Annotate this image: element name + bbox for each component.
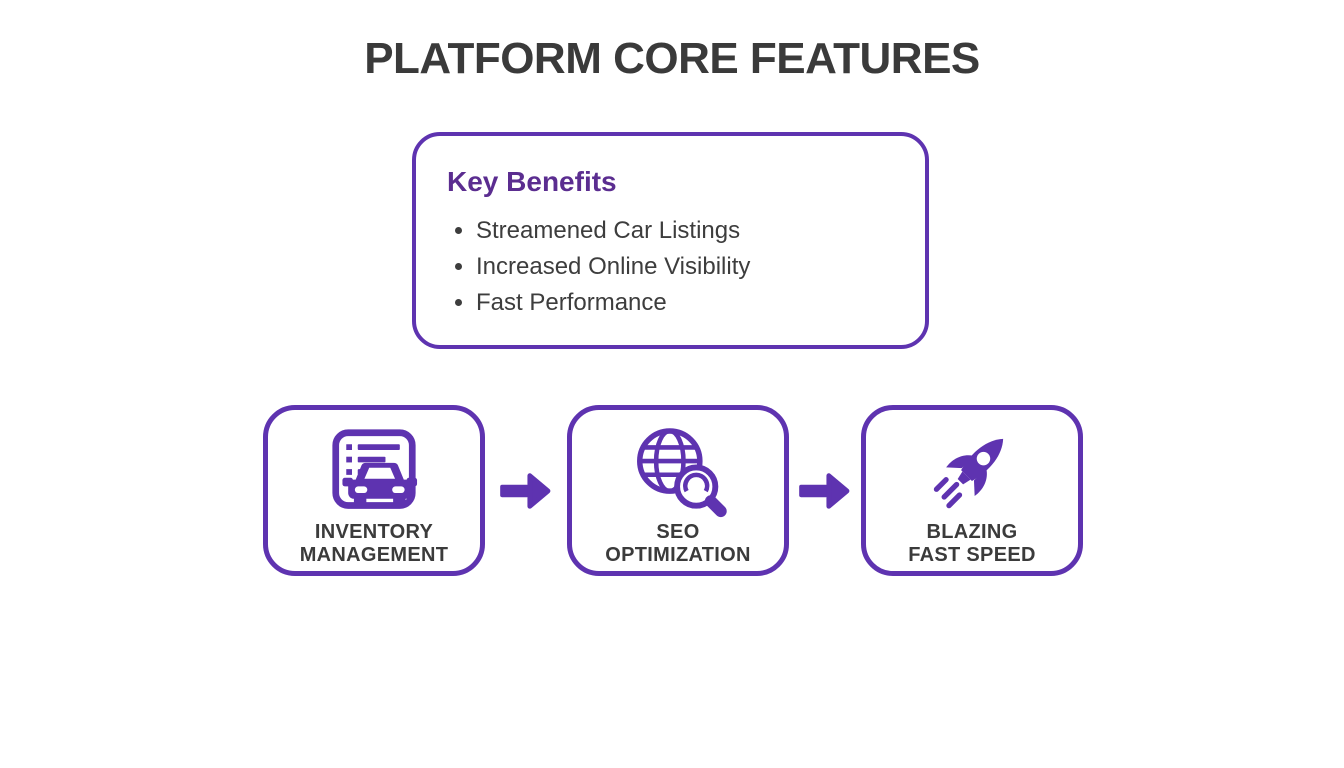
feature-label-line1: SEO <box>656 521 700 543</box>
benefits-heading: Key Benefits <box>447 166 617 197</box>
feature-card-seo-optimization: SEO OPTIMIZATION <box>567 405 789 576</box>
feature-label-line2: FAST SPEED <box>908 544 1036 566</box>
benefit-item: Fast Performance <box>476 285 925 321</box>
feature-label: BLAZING FAST SPEED <box>908 521 1035 567</box>
car-listing-icon <box>324 424 424 520</box>
benefit-item: Increased Online Visibility <box>476 249 925 285</box>
feature-label-line2: OPTIMIZATION <box>605 544 751 566</box>
feature-label: INVENTORY MANAGEMENT <box>300 521 449 567</box>
benefits-list: Streamened Car Listings Increased Online… <box>416 213 925 321</box>
right-arrow-icon <box>789 405 861 577</box>
rocket-icon <box>924 424 1020 520</box>
right-arrow-icon <box>485 405 567 577</box>
feature-card-blazing-fast-speed: BLAZING FAST SPEED <box>861 405 1083 576</box>
page-title: PLATFORM CORE FEATURES <box>364 34 980 83</box>
benefit-item: Streamened Car Listings <box>476 213 925 249</box>
features-row: INVENTORY MANAGEMENT <box>263 405 1083 577</box>
feature-label-line2: MANAGEMENT <box>299 544 449 566</box>
benefits-card: Key Benefits Streamened Car Listings Inc… <box>412 132 929 349</box>
feature-card-inventory-management: INVENTORY MANAGEMENT <box>263 405 485 576</box>
globe-magnifier-icon <box>627 424 729 520</box>
feature-label-line1: BLAZING <box>926 521 1018 543</box>
feature-label-line1: INVENTORY <box>314 521 434 543</box>
feature-label: SEO OPTIMIZATION <box>605 521 750 567</box>
